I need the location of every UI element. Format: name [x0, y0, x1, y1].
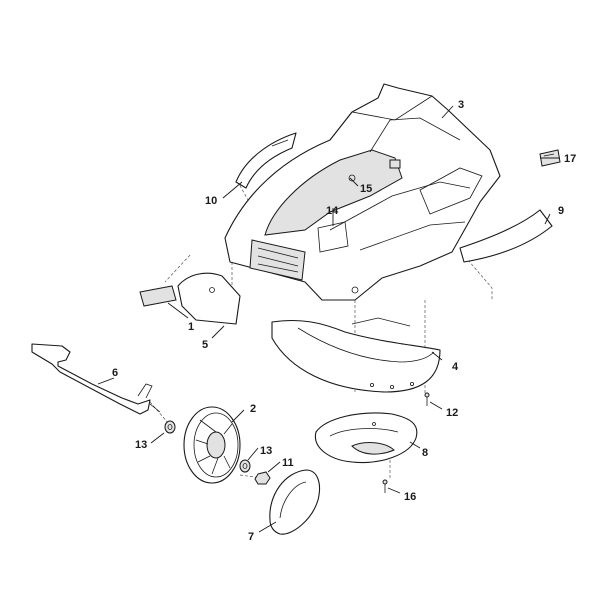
callout-13-left: 13 [135, 439, 147, 451]
washer-right [239, 459, 251, 473]
callout-10: 10 [205, 195, 217, 207]
callout-4: 4 [452, 361, 459, 373]
deck-cover-skirt [271, 317, 441, 393]
callout-16: 16 [404, 491, 416, 503]
callout-9: 9 [558, 205, 564, 217]
callout-1: 1 [188, 321, 194, 333]
callout-2: 2 [250, 403, 256, 415]
screw-12 [424, 392, 430, 406]
callout-labels: 3 17 10 9 14 15 1 5 4 6 2 12 13 13 8 11 … [112, 99, 576, 543]
wheel-nut [254, 471, 271, 485]
callout-7: 7 [248, 531, 254, 543]
side-trim-left [235, 132, 297, 189]
side-trim-right [459, 209, 553, 263]
callout-8: 8 [422, 447, 428, 459]
wheel [183, 406, 241, 484]
screw-16 [382, 479, 388, 493]
callout-11: 11 [282, 457, 294, 469]
callout-14: 14 [326, 205, 339, 217]
leader-lines [97, 105, 560, 533]
callout-15: 15 [360, 183, 372, 195]
callout-6: 6 [112, 367, 118, 379]
washer-left [164, 420, 176, 434]
mulch-plug-part [177, 272, 241, 325]
cover-plate [314, 412, 418, 464]
callout-3: 3 [458, 99, 464, 111]
callout-5: 5 [202, 339, 208, 351]
callout-17: 17 [564, 153, 576, 165]
callout-13-right: 13 [260, 445, 272, 457]
axle-handle-rod [31, 343, 161, 415]
mower-deck-housing [224, 83, 501, 301]
callout-12: 12 [446, 407, 458, 419]
flap-part [139, 285, 177, 307]
hub-cap [269, 469, 321, 535]
